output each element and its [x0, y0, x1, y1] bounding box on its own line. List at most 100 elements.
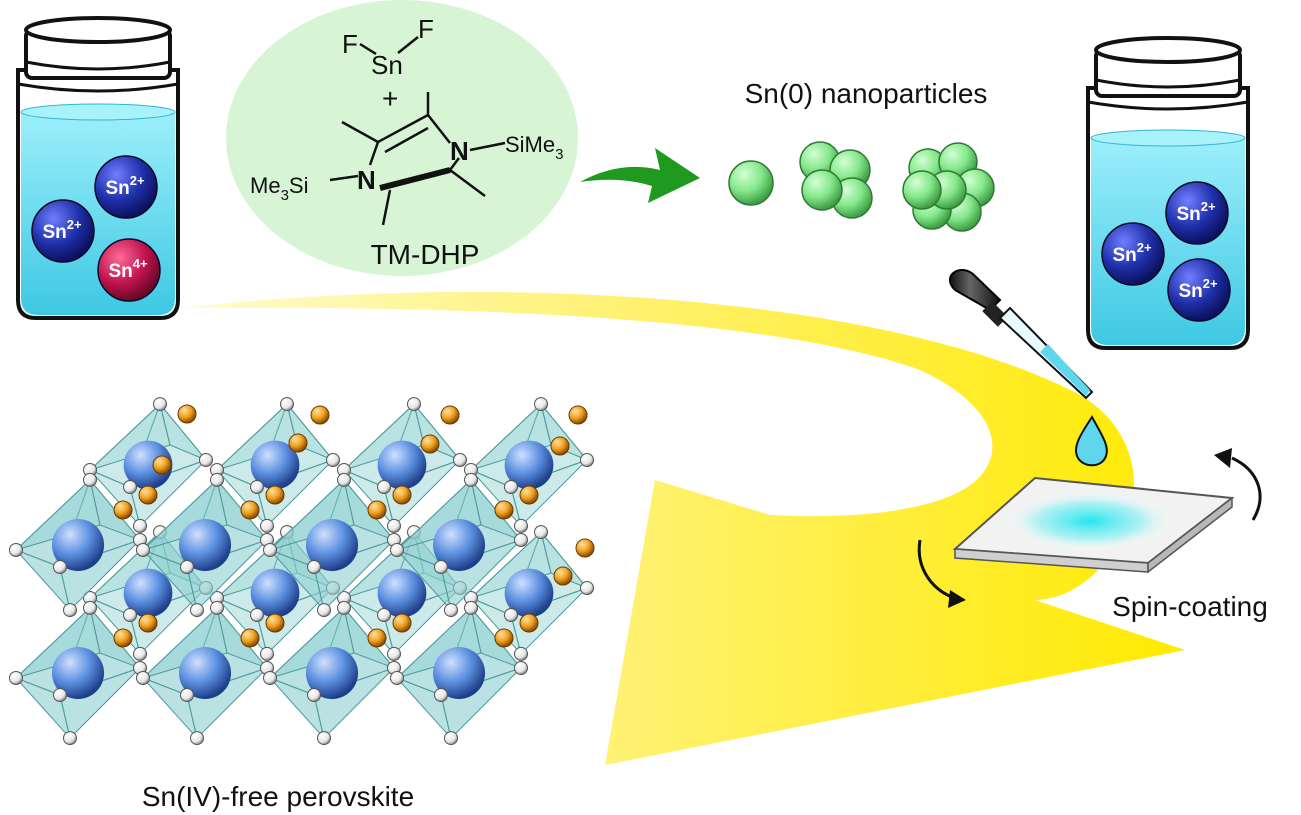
- plus-sign: +: [382, 83, 398, 114]
- halide-atom: [514, 661, 528, 675]
- halide-atom: [317, 603, 331, 618]
- halide-atom: [199, 453, 213, 467]
- halide-atom: [307, 688, 321, 702]
- halide-atom: [580, 581, 594, 595]
- a-site-cation: [240, 500, 260, 520]
- rotation-arrow-upper: [1231, 456, 1262, 521]
- nanoparticle-cluster-small: [799, 141, 873, 219]
- a-site-cation: [310, 405, 330, 425]
- substrate: [952, 476, 1235, 574]
- reagent-bubble: [226, 0, 578, 276]
- halide-atom: [434, 688, 448, 702]
- halide-atom: [9, 543, 23, 557]
- left-vial-ion: Sn2+: [94, 155, 158, 219]
- halide-atom: [444, 731, 458, 746]
- halide-atom: [317, 731, 331, 746]
- spin-coating-label: Spin-coating: [1112, 591, 1268, 622]
- halide-atom: [210, 600, 224, 615]
- nitrogen-right-label: N: [450, 136, 469, 166]
- a-site-cation: [494, 500, 514, 520]
- b-site-atom: [178, 518, 232, 572]
- octahedron: [464, 525, 594, 661]
- tin-label: Sn: [371, 50, 403, 80]
- a-site-cation: [494, 628, 514, 648]
- halide-atom: [250, 480, 264, 494]
- halide-atom: [53, 560, 67, 574]
- a-site-cation: [138, 485, 158, 505]
- right-vial-ion: Sn2+: [1165, 181, 1229, 245]
- halide-atom: [153, 397, 167, 412]
- perovskite-label: Sn(IV)-free perovskite: [142, 781, 414, 812]
- left-vial-ions: Sn2+Sn2+Sn4+: [31, 155, 161, 302]
- halide-atom: [123, 608, 137, 622]
- halide-atom: [444, 603, 458, 618]
- halide-atom: [387, 518, 401, 533]
- halide-atom: [453, 453, 467, 467]
- ion-sphere: [1167, 258, 1231, 322]
- halide-atom: [326, 453, 340, 467]
- b-site-atom: [504, 440, 554, 490]
- process-arrow: [180, 292, 1185, 765]
- droplet-icon: [1074, 415, 1108, 467]
- ion-label: Sn2+: [42, 217, 82, 243]
- halide-atom: [63, 731, 77, 746]
- a-site-cation: [392, 613, 412, 633]
- b-site-atom: [432, 518, 486, 572]
- a-site-cation: [553, 566, 573, 586]
- b-site-atom: [250, 440, 300, 490]
- a-site-cation: [138, 613, 158, 633]
- halide-atom: [53, 688, 67, 702]
- rotation-arrows: [917, 448, 1262, 608]
- reaction-arrow: [580, 148, 700, 203]
- halide-atom: [83, 472, 97, 487]
- halide-atom: [464, 600, 478, 615]
- octahedron: [83, 397, 213, 533]
- a-site-cation: [440, 405, 460, 425]
- a-site-cation: [550, 436, 570, 456]
- halide-atom: [407, 397, 421, 412]
- halide-atom: [263, 671, 277, 685]
- ion-sphere: [1165, 181, 1229, 245]
- ion-sphere: [1101, 222, 1165, 286]
- fluorine-left-label: F: [342, 29, 358, 59]
- a-site-cation: [152, 455, 172, 475]
- halide-atom: [514, 646, 528, 661]
- ion-label: Sn2+: [105, 173, 145, 199]
- halide-atom: [534, 525, 548, 540]
- trimethylsilyl-right-label: SiMe3: [505, 132, 563, 163]
- halide-atom: [337, 600, 351, 615]
- nanoparticle: [728, 160, 774, 206]
- halide-atom: [180, 688, 194, 702]
- halide-atom: [83, 600, 97, 615]
- octahedron: [136, 472, 274, 618]
- halide-atom: [136, 543, 150, 557]
- a-site-cation: [113, 500, 133, 520]
- halide-atom: [263, 543, 277, 557]
- halide-atom: [250, 608, 264, 622]
- b-site-atom: [51, 518, 105, 572]
- b-site-atom: [123, 568, 173, 618]
- reagent-name-label: TM-DHP: [371, 239, 480, 270]
- a-site-cation: [177, 404, 197, 424]
- halide-atom: [133, 518, 147, 533]
- dropper-icon: [948, 269, 1108, 467]
- halide-atom: [390, 671, 404, 685]
- a-site-cation: [568, 405, 588, 425]
- halide-atom: [260, 518, 274, 533]
- ion-sphere: [94, 155, 158, 219]
- nanoparticle-single: [728, 160, 774, 206]
- halide-atom: [434, 560, 448, 574]
- octahedron: [464, 397, 594, 533]
- halide-atom: [387, 646, 401, 661]
- ion-label: Sn2+: [1112, 240, 1152, 266]
- a-site-cation: [288, 433, 308, 453]
- right-vial-ion: Sn2+: [1167, 258, 1231, 322]
- b-site-atom: [377, 568, 427, 618]
- a-site-cation: [575, 538, 595, 558]
- octahedron: [390, 600, 528, 746]
- halide-atom: [534, 397, 548, 412]
- rotation-arrow-lower: [917, 539, 956, 600]
- halide-atom: [260, 646, 274, 661]
- halide-atom: [63, 603, 77, 618]
- halide-atom: [307, 560, 321, 574]
